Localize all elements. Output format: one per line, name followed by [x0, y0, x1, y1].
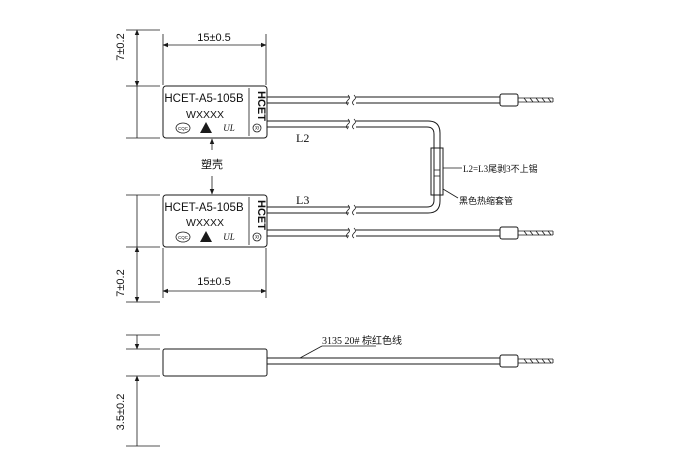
- top-model-label: HCET-A5-105B: [164, 93, 244, 105]
- top-width-dimension: 15±0.5: [162, 32, 267, 85]
- ul-mark-icon: UL: [223, 232, 235, 242]
- warning-triangle-icon: !: [200, 231, 212, 243]
- cqc-mark-icon: CQC: [175, 231, 191, 243]
- warning-triangle-icon: !: [200, 122, 212, 134]
- side-view-lead: 3135 20# 棕红色线: [267, 334, 554, 368]
- shell-annotation: 塑壳: [201, 138, 223, 195]
- registered-mark-icon: R: [252, 123, 262, 133]
- svg-text:UL: UL: [223, 232, 235, 242]
- top-brand-vertical: HCET: [255, 91, 267, 121]
- shell-label: 塑壳: [201, 157, 223, 171]
- top-code-label: WXXXX: [186, 109, 224, 121]
- bottom-lower-lead: [267, 226, 554, 240]
- svg-text:!: !: [205, 128, 207, 134]
- cqc-mark-icon: CQC: [175, 122, 191, 134]
- sleeve-note: 黑色热缩套管: [459, 195, 513, 206]
- wire-spec-note: 3135 20# 棕红色线: [322, 334, 402, 347]
- ul-mark-icon: UL: [223, 123, 235, 133]
- side-thickness-label: 3.5±0.2: [115, 394, 127, 431]
- bottom-width-dimension: 15±0.5: [162, 248, 267, 298]
- bottom-code-label: WXXXX: [186, 217, 224, 229]
- svg-text:R: R: [253, 235, 259, 239]
- l3-label: L3: [296, 193, 309, 207]
- top-height-dimension: 7±0.2: [115, 29, 160, 139]
- svg-text:!: !: [205, 237, 207, 243]
- side-view-body: [162, 348, 268, 377]
- top-width-label: 15±0.5: [197, 32, 231, 44]
- bottom-brand-vertical: HCET: [255, 200, 267, 230]
- side-view-thickness-dimension: 3.5±0.2: [115, 334, 160, 447]
- bottom-thermal-cutoff-body: HCET-A5-105B WXXXX CQC ! UL HCET R: [162, 194, 268, 248]
- bottom-height-dimension: 7±0.2: [115, 194, 160, 303]
- svg-text:CQC: CQC: [178, 235, 189, 240]
- l2-label: L2: [296, 131, 309, 145]
- bottom-height-label: 7±0.2: [115, 269, 127, 296]
- svg-text:UL: UL: [223, 123, 235, 133]
- top-l2-lead: L2: [267, 118, 441, 148]
- top-height-label: 7±0.2: [115, 33, 127, 60]
- strip-note: L2=L3尾剥3不上锡: [463, 164, 538, 174]
- bottom-model-label: HCET-A5-105B: [164, 202, 244, 214]
- bottom-l3-lead: L3: [267, 193, 441, 216]
- heat-shrink-sleeve: L2=L3尾剥3不上锡 黑色热缩套管: [430, 147, 538, 206]
- top-upper-lead: [267, 93, 554, 107]
- svg-text:R: R: [253, 126, 259, 130]
- registered-mark-icon: R: [252, 232, 262, 242]
- top-thermal-cutoff-body: HCET-A5-105B WXXXX CQC ! UL HCET R: [162, 85, 268, 139]
- bottom-width-label: 15±0.5: [197, 276, 231, 288]
- svg-text:CQC: CQC: [178, 126, 189, 131]
